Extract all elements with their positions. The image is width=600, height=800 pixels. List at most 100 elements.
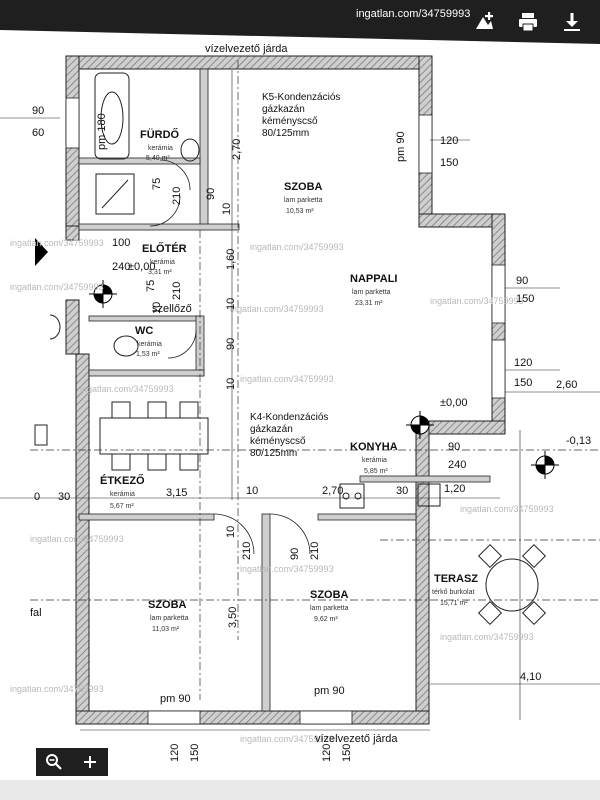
svg-text:ingatlan.com/34759993: ingatlan.com/34759993 — [240, 564, 334, 574]
svg-text:kéményscső: kéményscső — [262, 116, 318, 127]
svg-text:lam parketta: lam parketta — [352, 289, 391, 296]
svg-text:90: 90 — [448, 441, 460, 453]
svg-text:ingatlan.com/34759993: ingatlan.com/34759993 — [240, 374, 334, 384]
svg-text:80/125mm: 80/125mm — [250, 448, 297, 459]
drain-path-bottom: vízelvezető járda — [315, 733, 398, 745]
wall-label: fal — [30, 607, 42, 619]
svg-text:kerámia: kerámia — [137, 341, 162, 348]
svg-text:9,62 m²: 9,62 m² — [314, 616, 338, 623]
svg-text:WC: WC — [135, 325, 153, 337]
drain-path-top: vízelvezető járda — [205, 43, 288, 55]
photo-top-edge — [0, 0, 600, 44]
svg-text:lam parketta: lam parketta — [310, 605, 349, 612]
svg-text:11,03 m²: 11,03 m² — [152, 626, 180, 633]
svg-text:90: 90 — [289, 548, 301, 560]
svg-text:120: 120 — [169, 744, 181, 762]
svg-text:5,85 m²: 5,85 m² — [364, 468, 388, 475]
svg-text:80/125mm: 80/125mm — [262, 128, 309, 139]
svg-text:pm 90: pm 90 — [160, 693, 191, 705]
svg-text:15,71 m²: 15,71 m² — [440, 600, 468, 607]
svg-text:120: 120 — [514, 357, 532, 369]
svg-text:ingatlan.com/34759993: ingatlan.com/34759993 — [240, 734, 334, 744]
svg-text:gázkazán: gázkazán — [250, 424, 293, 435]
section-lines — [30, 60, 600, 700]
svg-text:3,31 m²: 3,31 m² — [148, 269, 172, 276]
svg-text:K5-Kondenzációs: K5-Kondenzációs — [262, 92, 340, 103]
svg-text:pm 90: pm 90 — [395, 131, 407, 162]
svg-text:K4-Kondenzációs: K4-Kondenzációs — [250, 412, 328, 423]
svg-text:5,40 m²: 5,40 m² — [146, 155, 170, 162]
svg-text:lam parketta: lam parketta — [284, 197, 323, 204]
svg-text:60: 60 — [32, 127, 44, 139]
svg-text:ingatlan.com/34759993: ingatlan.com/34759993 — [10, 282, 104, 292]
svg-text:75: 75 — [145, 280, 157, 292]
svg-text:SZOBA: SZOBA — [310, 589, 349, 601]
k5-boiler-note: K5-Kondenzációs gázkazán kéményscső 80/1… — [262, 92, 340, 139]
svg-text:10: 10 — [151, 302, 163, 314]
svg-text:150: 150 — [341, 744, 353, 762]
svg-text:pm 180: pm 180 — [96, 113, 108, 150]
svg-text:0: 0 — [34, 491, 40, 503]
svg-text:kerámia: kerámia — [148, 145, 173, 152]
level-markers — [35, 238, 559, 479]
svg-text:120: 120 — [440, 135, 458, 147]
svg-text:kéményscső: kéményscső — [250, 436, 306, 447]
room-nappali: NAPPALI lam parketta 23,31 m² — [350, 273, 397, 307]
svg-text:kerámia: kerámia — [150, 259, 175, 266]
svg-text:SZOBA: SZOBA — [284, 181, 323, 193]
svg-text:1,20: 1,20 — [444, 483, 465, 495]
svg-text:30: 30 — [396, 485, 408, 497]
room-szoba-3: SZOBA lam parketta 9,62 m² — [310, 589, 349, 623]
svg-text:4,10: 4,10 — [520, 671, 541, 683]
watermarks: ingatlan.com/34759993 ingatlan.com/34759… — [10, 238, 554, 744]
print-button[interactable] — [510, 4, 546, 40]
svg-text:lam parketta: lam parketta — [150, 615, 189, 622]
svg-text:1,53 m²: 1,53 m² — [136, 351, 160, 358]
svg-text:ingatlan.com/34759993: ingatlan.com/34759993 — [440, 632, 534, 642]
svg-text:3,50: 3,50 — [227, 607, 239, 628]
svg-text:3,15: 3,15 — [166, 487, 187, 499]
download-icon — [564, 13, 580, 31]
svg-text:-0,13: -0,13 — [566, 435, 591, 447]
svg-text:90: 90 — [205, 188, 217, 200]
zoom-in-button[interactable] — [76, 748, 104, 776]
svg-text:térkő burkolat: térkő burkolat — [432, 589, 474, 596]
svg-text:ingatlan.com/34759993: ingatlan.com/34759993 — [460, 504, 554, 514]
svg-text:ÉTKEZŐ: ÉTKEZŐ — [100, 474, 145, 487]
svg-text:2,70: 2,70 — [231, 139, 243, 160]
zoom-out-button[interactable] — [40, 748, 68, 776]
add-photo-button[interactable] — [466, 4, 502, 40]
svg-text:ingatlan.com/34759993: ingatlan.com/34759993 — [250, 242, 344, 252]
zoom-controls — [36, 748, 108, 776]
k4-boiler-note: K4-Kondenzációs gázkazán kéményscső 80/1… — [250, 412, 328, 459]
room-wc: WC kerámia 1,53 m² — [135, 325, 162, 358]
svg-text:120: 120 — [321, 744, 333, 762]
svg-text:240: 240 — [448, 459, 466, 471]
svg-text:90: 90 — [225, 338, 237, 350]
svg-text:ingatlan.com/34759993: ingatlan.com/34759993 — [10, 684, 104, 694]
windows — [65, 97, 506, 725]
svg-text:10: 10 — [225, 526, 237, 538]
svg-text:23,31 m²: 23,31 m² — [355, 300, 383, 307]
svg-text:TERASZ: TERASZ — [434, 573, 478, 585]
zoom-in-icon — [84, 756, 96, 768]
svg-text:ingatlan.com/34759993: ingatlan.com/34759993 — [80, 384, 174, 394]
room-szoba-2: SZOBA lam parketta 11,03 m² — [148, 599, 189, 633]
svg-text:SZOBA: SZOBA — [148, 599, 187, 611]
dimension-lines — [0, 70, 600, 731]
svg-text:150: 150 — [189, 744, 201, 762]
svg-text:ELŐTÉR: ELŐTÉR — [142, 242, 187, 255]
svg-text:5,67 m²: 5,67 m² — [110, 503, 134, 510]
svg-text:1,60: 1,60 — [225, 249, 237, 270]
download-button[interactable] — [554, 4, 590, 40]
print-icon — [519, 13, 537, 32]
svg-text:ingatlan.com/34759993: ingatlan.com/34759993 — [30, 534, 124, 544]
svg-text:NAPPALI: NAPPALI — [350, 273, 397, 285]
svg-text:kerámia: kerámia — [362, 457, 387, 464]
svg-text:210: 210 — [241, 542, 253, 560]
svg-text:2,70: 2,70 — [322, 485, 343, 497]
viewer-toolbar — [456, 0, 600, 44]
